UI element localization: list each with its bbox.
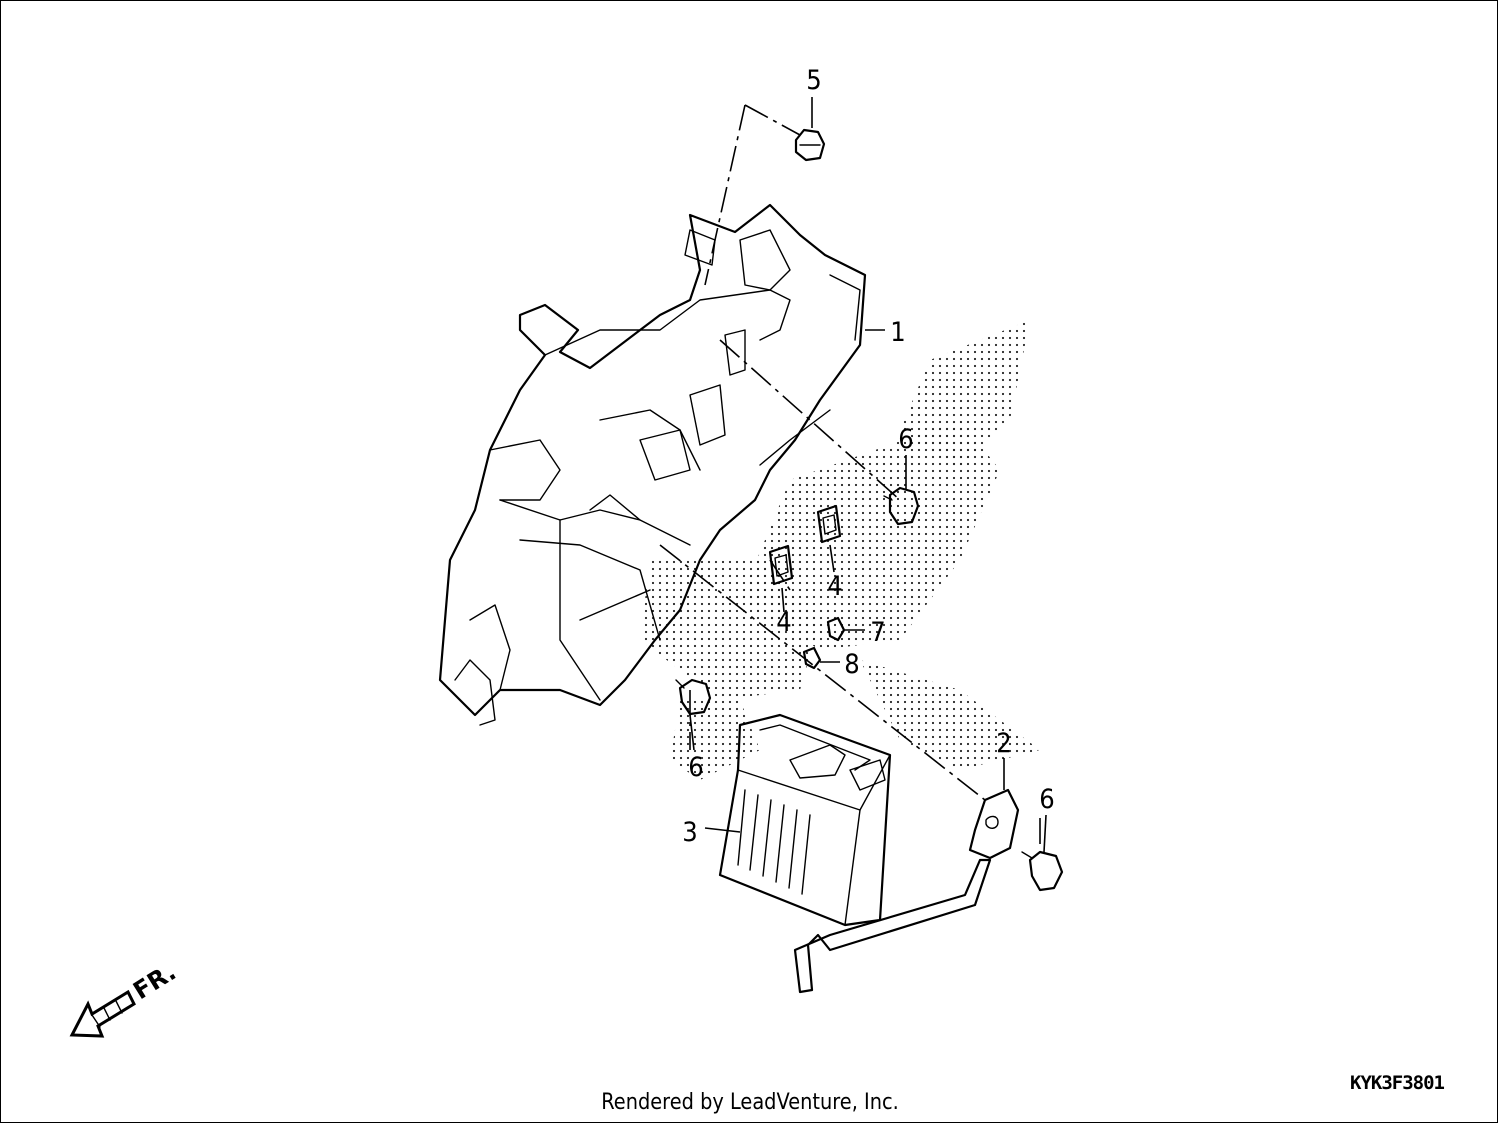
- bracket-part-2[interactable]: [793, 788, 1020, 994]
- diagram-code: KYK3F3801: [1350, 1072, 1445, 1094]
- front-direction-label: FR.: [128, 958, 181, 1005]
- callout-5: 5: [806, 65, 821, 96]
- callout-leaders: [689, 97, 1047, 853]
- front-direction-arrow-icon: [69, 989, 136, 1038]
- clip-part-8[interactable]: [802, 646, 822, 670]
- callout-3: 3: [682, 817, 697, 848]
- bolt-part-6-lower[interactable]: [675, 678, 712, 716]
- callout-6-bracket: 6: [1039, 784, 1054, 815]
- nut-part-5[interactable]: [794, 128, 826, 162]
- battery-part-3[interactable]: [718, 713, 892, 927]
- render-credit: Rendered by LeadVenture, Inc.: [601, 1090, 899, 1115]
- clip-part-7[interactable]: [826, 616, 846, 642]
- pad-part-4-upper[interactable]: [816, 504, 842, 544]
- callout-7: 7: [870, 617, 885, 648]
- callout-1: 1: [890, 317, 905, 348]
- callout-8: 8: [844, 649, 859, 680]
- assembly-lines: [659, 104, 1041, 848]
- callout-6-upper: 6: [898, 424, 913, 455]
- callout-2: 2: [996, 728, 1011, 759]
- callout-4-lower: 4: [776, 607, 791, 638]
- stipple-shading: [640, 320, 1040, 780]
- pad-part-4-lower[interactable]: [768, 544, 794, 586]
- bolt-part-6-upper[interactable]: [883, 486, 920, 526]
- callout-4-upper: 4: [827, 571, 842, 602]
- battery-case-part-1[interactable]: [438, 203, 867, 726]
- bolt-part-6-bracket[interactable]: [1021, 850, 1064, 892]
- callout-6-lower: 6: [688, 752, 703, 783]
